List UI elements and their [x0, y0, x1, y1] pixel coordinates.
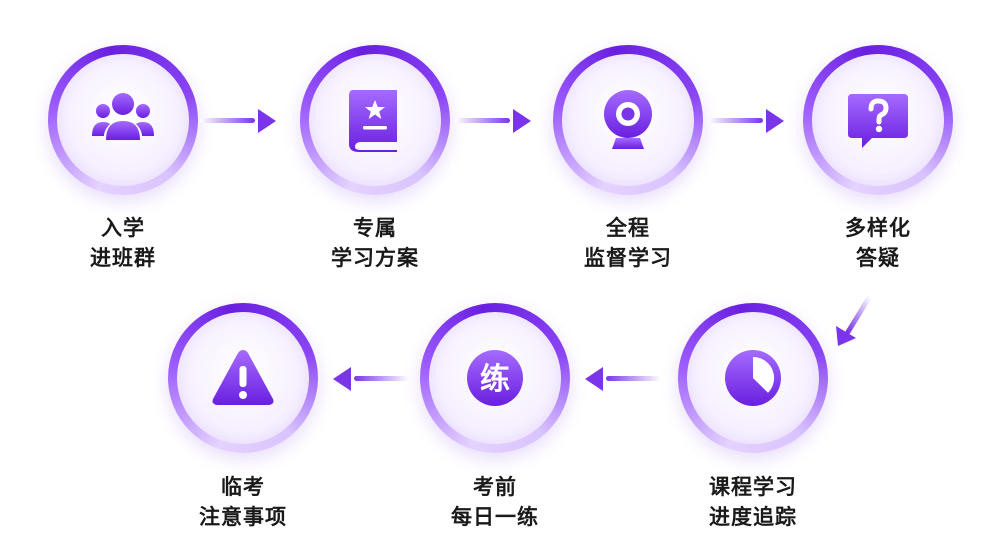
practice-icon: 练 — [467, 350, 523, 406]
step-progress-tracking — [678, 303, 828, 453]
step-label-line2: 监督学习 — [584, 246, 672, 270]
step-custom-plan — [300, 45, 450, 195]
step-label-line1: 多样化 — [845, 216, 911, 240]
step-label: 全程 监督学习 — [518, 213, 738, 273]
step-label: 课程学习 进度追踪 — [643, 472, 863, 532]
arrow-down-left — [836, 293, 873, 346]
step-label: 临考 注意事项 — [133, 472, 353, 532]
arrow-left — [585, 367, 661, 391]
step-exam-notes — [168, 303, 318, 453]
step-label-line2: 答疑 — [856, 246, 900, 270]
group-icon — [92, 93, 154, 140]
step-label-line2: 每日一练 — [451, 505, 539, 529]
step-label-line2: 注意事项 — [199, 505, 287, 529]
step-label-line1: 入学 — [101, 216, 145, 240]
step-daily-practice: 练 — [420, 303, 570, 453]
webcam-icon — [604, 90, 652, 149]
arrow-right — [708, 109, 784, 133]
practice-badge-text: 练 — [480, 362, 510, 397]
question-bubble-icon — [848, 94, 908, 148]
book-star-icon — [349, 90, 397, 152]
pie-progress-icon — [725, 350, 781, 406]
step-join-group — [48, 45, 198, 195]
step-label-line1: 考前 — [473, 475, 517, 499]
step-label-line2: 进度追踪 — [709, 505, 797, 529]
step-supervision — [553, 45, 703, 195]
step-label: 专属 学习方案 — [265, 213, 485, 273]
step-qa — [803, 45, 953, 195]
step-label-line1: 全程 — [606, 216, 650, 240]
step-label-line2: 进班群 — [90, 246, 156, 270]
arrow-right — [200, 109, 276, 133]
warning-icon — [212, 350, 274, 405]
step-label-line2: 学习方案 — [331, 246, 419, 270]
step-label: 多样化 答疑 — [768, 213, 988, 273]
step-inner-circle — [57, 54, 189, 186]
step-label: 入学 进班群 — [13, 213, 233, 273]
step-label-line1: 临考 — [221, 475, 265, 499]
step-label-line1: 课程学习 — [709, 475, 797, 499]
arrow-right — [455, 109, 531, 133]
step-label: 考前 每日一练 — [385, 472, 605, 532]
step-label-line1: 专属 — [353, 216, 397, 240]
arrow-left — [333, 367, 409, 391]
